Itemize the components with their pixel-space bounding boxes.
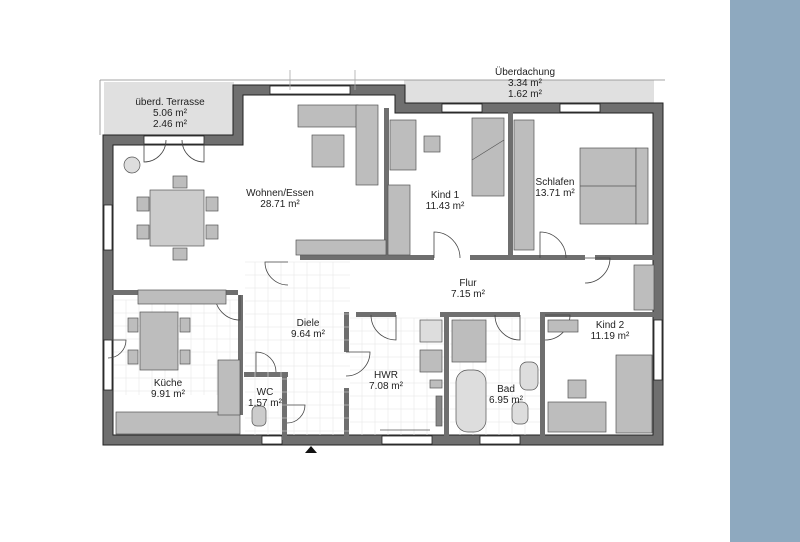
kitchen-furniture — [115, 289, 241, 435]
kueche-name: Küche — [153, 378, 183, 389]
kueche-label: Küche 9.91 m² — [138, 378, 198, 400]
wc-label: WC 1.57 m² — [240, 387, 290, 409]
hwr-area: 7.08 m² — [369, 381, 403, 392]
canopy-label: Überdachung 3.34 m² 1.62 m² — [480, 67, 570, 100]
diele-area: 9.64 m² — [291, 329, 325, 340]
wc-fixtures — [251, 405, 267, 427]
flur-area: 7.15 m² — [451, 289, 485, 300]
living-furniture — [123, 104, 411, 261]
schlafen-name: Schlafen — [535, 177, 575, 188]
outer-wall-lines — [99, 79, 665, 446]
hwr-name: HWR — [374, 370, 398, 381]
living-name: Wohnen/Essen — [246, 188, 314, 199]
schlafen-area: 13.71 m² — [535, 188, 575, 199]
bath-fixtures — [451, 319, 539, 433]
kind1-name: Kind 1 — [430, 190, 460, 201]
hwr-fixtures — [380, 319, 443, 431]
terrace-area1: 5.06 m² — [153, 108, 187, 119]
outer-walls — [103, 85, 663, 445]
kind1-area: 11.43 m² — [425, 201, 465, 212]
terrace-label: überd. Terrasse 5.06 m² 2.46 m² — [125, 97, 215, 130]
kueche-area: 9.91 m² — [151, 389, 185, 400]
schlafen-label: Schlafen 13.71 m² — [525, 177, 585, 199]
schlafen-furniture — [513, 119, 649, 251]
living-area: 28.71 m² — [260, 199, 300, 210]
canopy-area — [404, 80, 654, 104]
canopy-name: Überdachung — [494, 67, 556, 78]
kind2-name: Kind 2 — [595, 320, 625, 331]
sidebar-panel — [730, 0, 800, 542]
flur-name: Flur — [459, 278, 477, 289]
bad-label: Bad 6.95 m² — [476, 384, 536, 406]
diele-label: Diele 9.64 m² — [278, 318, 338, 340]
hwr-label: HWR 7.08 m² — [356, 370, 416, 392]
wc-area: 1.57 m² — [248, 398, 282, 409]
kind2-area: 11.19 m² — [590, 331, 630, 342]
bad-area: 6.95 m² — [489, 395, 523, 406]
diele-name: Diele — [296, 318, 320, 329]
terrace-name: überd. Terrasse — [135, 97, 205, 108]
terrace-area — [104, 82, 234, 136]
entry-marker-icon — [305, 446, 317, 453]
windows — [103, 85, 663, 445]
kind1-furniture — [389, 117, 505, 197]
interior-walls — [108, 108, 658, 440]
kind2-label: Kind 2 11.19 m² — [580, 320, 640, 342]
flur-label: Flur 7.15 m² — [438, 278, 498, 300]
wc-name: WC — [256, 387, 274, 398]
canopy-area2: 1.62 m² — [508, 89, 542, 100]
floor-plan — [99, 70, 665, 453]
kind2-furniture — [547, 264, 655, 434]
canopy-area1: 3.34 m² — [508, 78, 542, 89]
terrace-area2: 2.46 m² — [153, 119, 187, 130]
bad-name: Bad — [497, 384, 515, 395]
kind1-label: Kind 1 11.43 m² — [415, 190, 475, 212]
living-label: Wohnen/Essen 28.71 m² — [235, 188, 325, 210]
